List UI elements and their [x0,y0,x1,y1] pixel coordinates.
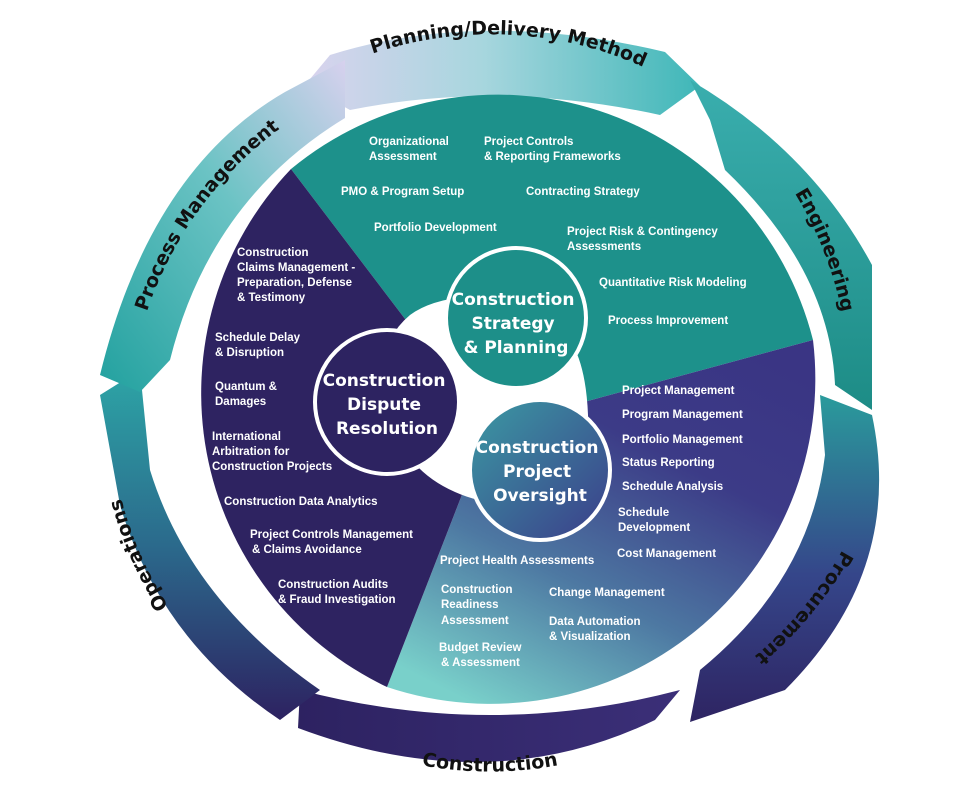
service-item: Schedule Delay & Disruption [215,332,303,359]
strategy-services: Organizational Assessment Project Contro… [341,136,747,327]
oversight-services: Project Management Program Management Po… [439,385,743,669]
hub-dispute-line: Construction [323,371,446,391]
service-item: Project Risk & Contingency Assessments [567,226,721,253]
hub-oversight-line: Oversight [493,486,587,506]
service-item: Project Management [622,385,735,397]
service-item: Project Controls Management & Claims Avo… [250,529,416,556]
dispute-services: Construction Claims Management - Prepara… [212,247,416,606]
service-item: Project Health Assessments [440,555,594,567]
service-item: Construction Readiness Assessment [441,584,516,627]
service-item: Contracting Strategy [526,186,640,198]
service-item: Construction Claims Management - Prepara… [237,247,358,304]
ring-segment-construction [298,690,680,763]
hub-oversight-line: Project [503,462,571,482]
service-item: Process Improvement [608,315,728,327]
service-item: Construction Audits & Fraud Investigatio… [278,579,396,606]
service-item: Organizational Assessment [369,136,452,163]
service-item: International Arbitration for Constructi… [212,431,332,473]
service-item: Schedule Analysis [622,481,723,493]
service-item: Status Reporting [622,457,715,469]
ring-segment-process-management [100,60,345,392]
ring-segment-planning [305,30,700,116]
ring-segment-operations [100,370,320,720]
svg-text:Construction Dispute: Construction Dispute Resolution [323,371,452,439]
service-item: Data Automation & Visualization [549,616,644,643]
hub-dispute-line: Resolution [336,419,438,439]
hub-strategy-line: Strategy [471,314,554,334]
ring-segment-engineering [690,80,872,410]
hub-strategy-line: & Planning [464,338,569,358]
service-item: Cost Management [617,548,716,560]
service-item: Schedule Development [618,507,690,534]
outer-ring [100,30,880,763]
service-item: Program Management [622,409,743,421]
svg-text:Construction Strategy: Construction Strategy & Planning [452,290,581,358]
hub-oversight: Construction Project Oversight [468,398,612,542]
inner-disc [201,94,816,704]
service-item: Quantum & Damages [215,381,280,408]
hub-oversight-line: Construction [476,438,599,458]
service-item: Portfolio Management [622,434,743,446]
svg-text:Construction Project: Construction Project Oversight [476,438,605,506]
service-item: Construction Data Analytics [224,496,378,508]
service-item: Change Management [549,587,665,599]
service-item: Budget Review & Assessment [439,642,525,669]
service-item: Quantitative Risk Modeling [599,277,747,289]
service-item: Project Controls & Reporting Frameworks [484,136,621,163]
hub-dispute: Construction Dispute Resolution [313,328,461,476]
hub-strategy: Construction Strategy & Planning [444,246,588,390]
ring-segment-procurement [690,395,880,722]
hub-strategy-line: Construction [452,290,575,310]
service-item: Portfolio Development [374,222,497,234]
service-item: PMO & Program Setup [341,186,464,198]
hub-dispute-line: Dispute [347,395,421,415]
